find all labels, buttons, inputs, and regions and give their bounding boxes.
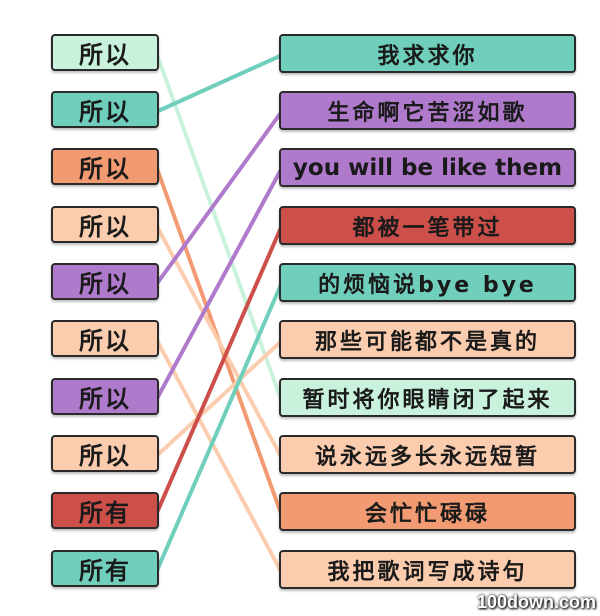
left-word-tile[interactable]: 所以 (51, 148, 159, 185)
left-word-tile[interactable]: 所以 (51, 320, 159, 357)
connection-line (155, 225, 283, 515)
connection-line (155, 339, 283, 458)
connection-line (155, 282, 283, 573)
connection-line (155, 53, 283, 114)
left-word-tile[interactable]: 所以 (51, 263, 159, 300)
right-lyric-tile[interactable]: 的烦恼说bye bye (279, 263, 576, 302)
right-lyric-tile[interactable]: 会忙忙碌碌 (279, 492, 576, 531)
left-word-tile[interactable]: 所有 (51, 550, 159, 587)
right-lyric-tile[interactable]: 都被一笔带过 (279, 206, 576, 245)
right-lyric-tile[interactable]: 说永远多长永远短暂 (279, 435, 576, 474)
left-word-tile[interactable]: 所以 (51, 206, 159, 243)
right-lyric-tile[interactable]: 生命啊它苦涩如歌 (279, 91, 576, 130)
left-word-tile[interactable]: 所以 (51, 91, 159, 128)
connection-line (155, 166, 283, 516)
left-word-tile[interactable]: 所以 (51, 378, 159, 415)
site-watermark: 100down.com (476, 592, 596, 612)
right-lyric-tile[interactable]: 我求求你 (279, 34, 576, 73)
right-lyric-tile[interactable]: 那些可能都不是真的 (279, 320, 576, 359)
connection-line (155, 338, 283, 574)
right-lyric-tile[interactable]: 我把歌词写成诗句 (279, 550, 576, 589)
connection-line (155, 110, 283, 286)
connection-line (155, 52, 283, 402)
connection-line (155, 224, 283, 459)
connection-line (155, 167, 283, 401)
right-lyric-tile[interactable]: 暂时将你眼睛闭了起来 (279, 378, 576, 417)
left-word-tile[interactable]: 所以 (51, 435, 159, 472)
left-word-tile[interactable]: 所以 (51, 34, 159, 71)
left-word-tile[interactable]: 所有 (51, 492, 159, 529)
right-lyric-tile[interactable]: you will be like them (279, 148, 576, 187)
